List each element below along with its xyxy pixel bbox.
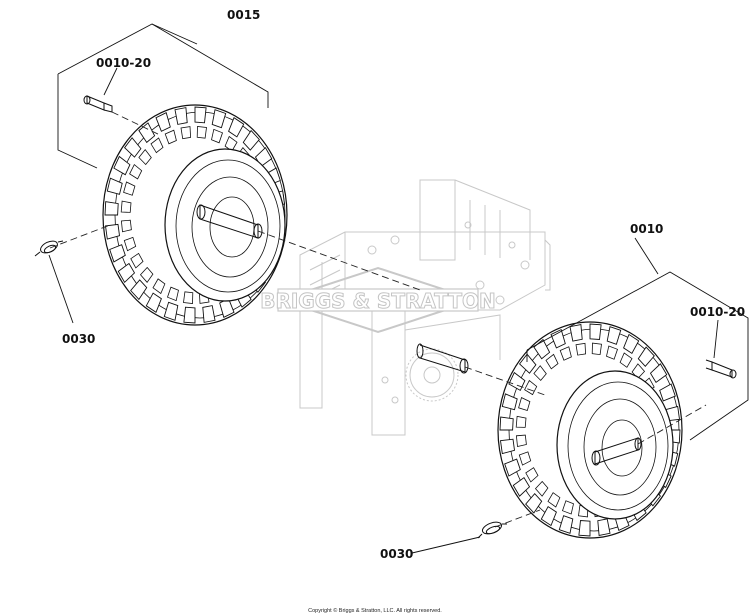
tread-lug [589,323,602,340]
tread-block [515,434,527,447]
tread-lug [569,323,583,342]
tread-block [152,278,166,295]
tread-lug [228,117,245,138]
tread-lug [138,122,156,144]
tread-block [120,219,132,233]
tread-lug [117,262,136,284]
tread-block [518,451,532,466]
tread-lug [106,177,123,195]
tread-lug [540,505,557,527]
tread-lug [637,346,655,367]
tread-lug [512,476,531,497]
tread-block [559,346,572,361]
tread-lug [104,223,120,240]
tread-lug [183,306,196,324]
callout-0010: 0010 [630,222,663,236]
left-valve-stem [83,95,113,113]
tread-block [130,252,144,269]
callout-0010-20-right: 0010-20 [690,305,745,319]
tread-block [534,480,549,497]
tread-lug [113,155,131,176]
tread-block [164,129,177,145]
tread-block [211,128,224,144]
center-lines [49,111,707,528]
tread-lug [525,493,543,514]
tread-block [123,236,137,252]
right-clip [477,521,507,539]
tread-lug [194,106,207,124]
tread-block [196,126,207,139]
watermark-text: BRIGGS & STRATTON [260,289,496,313]
tread-lug [145,292,162,313]
tread-lug [130,279,148,301]
tread-block [561,500,574,515]
tread-lug [597,518,611,537]
tread-block [180,126,192,140]
tread-block [575,342,587,356]
tread-lug [501,393,518,411]
tread-lug [123,137,142,158]
right-wheel [497,321,683,539]
tread-block [150,137,164,154]
tread-lug [109,244,126,263]
copyright-notice: Copyright © Briggs & Stratton, LLC. All … [308,607,442,614]
tread-block [183,291,194,304]
callout-0015: 0015 [227,8,260,22]
watermark-badge: BRIGGS & STRATTON [260,266,496,334]
tread-lug [550,328,566,349]
left-wheel [102,104,288,326]
tread-lug [649,363,668,384]
callout-0030-right: 0030 [380,547,413,561]
tread-block [138,148,152,166]
tread-block [545,353,559,370]
right-valve-stem [705,359,737,379]
tread-lug [163,301,179,321]
tread-block [129,163,143,180]
tread-block [525,467,539,483]
tread-lug [504,458,521,477]
frame-housing: BRIGGS & STRATTON [260,179,551,436]
tread-block [518,397,531,412]
tread-lug [558,515,574,534]
tread-lug [606,326,622,345]
tread-lug [499,416,514,431]
tread-lug [104,201,119,216]
tread-lug [211,109,227,129]
left-clip [34,240,64,257]
tread-block [515,415,527,428]
tread-lug [174,107,188,125]
tread-block [123,181,136,196]
tread-lug [219,298,235,318]
tread-block [533,365,547,381]
tread-lug [499,438,515,455]
tread-lug [623,333,640,355]
callout-brackets [48,23,749,554]
tread-block [166,286,179,302]
tread-block [547,492,561,508]
callout-0010-20-left: 0010-20 [96,56,151,70]
tread-lug [508,371,526,392]
tread-block [139,266,154,283]
tread-block [120,200,132,213]
callout-0030-left: 0030 [62,332,95,346]
tread-lug [242,129,260,151]
right-axle-shaft [416,343,469,374]
tread-lug [659,383,676,402]
tread-lug [155,112,171,132]
tread-block [591,342,602,356]
tread-lug [578,520,591,537]
tread-lug [202,305,216,323]
tread-block [606,345,619,360]
tread-block [619,352,633,368]
